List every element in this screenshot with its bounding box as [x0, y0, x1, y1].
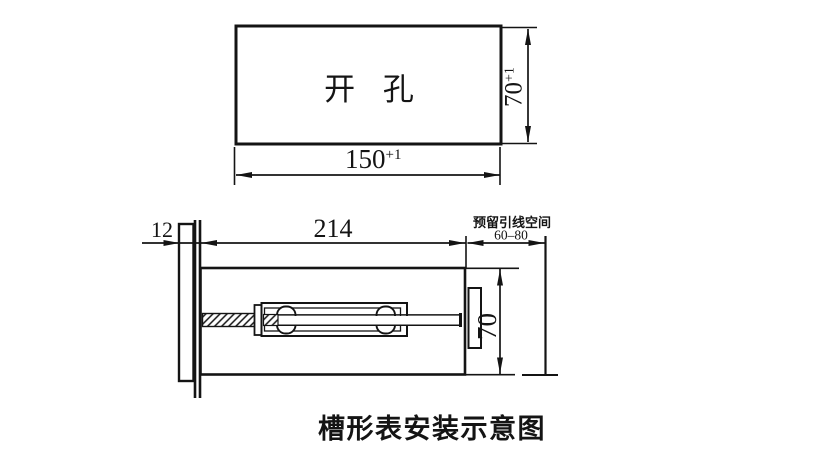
arrowhead-left: [467, 240, 484, 246]
side-view: 12 214 预留引线空间 60–80 70: [142, 214, 558, 398]
body-height-dim: 70: [472, 313, 502, 340]
cutout-view: 开 孔 150+1 70+1: [233, 24, 537, 185]
terminal-block: [467, 287, 482, 349]
cutout-height-dim: 70+1: [501, 67, 528, 107]
wiring-clearance-range: 60–80: [494, 228, 528, 243]
arrowhead-right: [449, 240, 465, 246]
arrowhead-right: [528, 240, 545, 246]
arrowhead-right: [484, 172, 500, 178]
arrowhead-right: [163, 240, 180, 246]
clamp-rod-threaded-tip: [262, 313, 279, 327]
arrowhead-down: [525, 126, 531, 142]
arrowhead-up: [525, 29, 531, 45]
cutout-width-dim: 150+1: [345, 144, 401, 174]
arrowhead-down: [497, 357, 503, 374]
cutout-rectangle: [234, 24, 503, 146]
clamp-screw-threaded-rod: [201, 312, 256, 328]
meter-front-flange: [177, 222, 195, 383]
drawing-caption: 槽形表安装示意图: [318, 413, 546, 444]
arrowhead-left: [236, 172, 252, 178]
wiring-clearance-note: 预留引线空间: [473, 215, 551, 230]
clamp-nut-plate: [253, 304, 263, 336]
clamp-rod-body: [263, 316, 459, 325]
body-depth-dim: 214: [314, 214, 353, 243]
cutout-label: 开 孔: [324, 72, 414, 107]
arrowhead-left: [201, 240, 217, 246]
arrowhead-up: [497, 269, 503, 286]
panel-thickness-dim: 12: [151, 217, 173, 242]
